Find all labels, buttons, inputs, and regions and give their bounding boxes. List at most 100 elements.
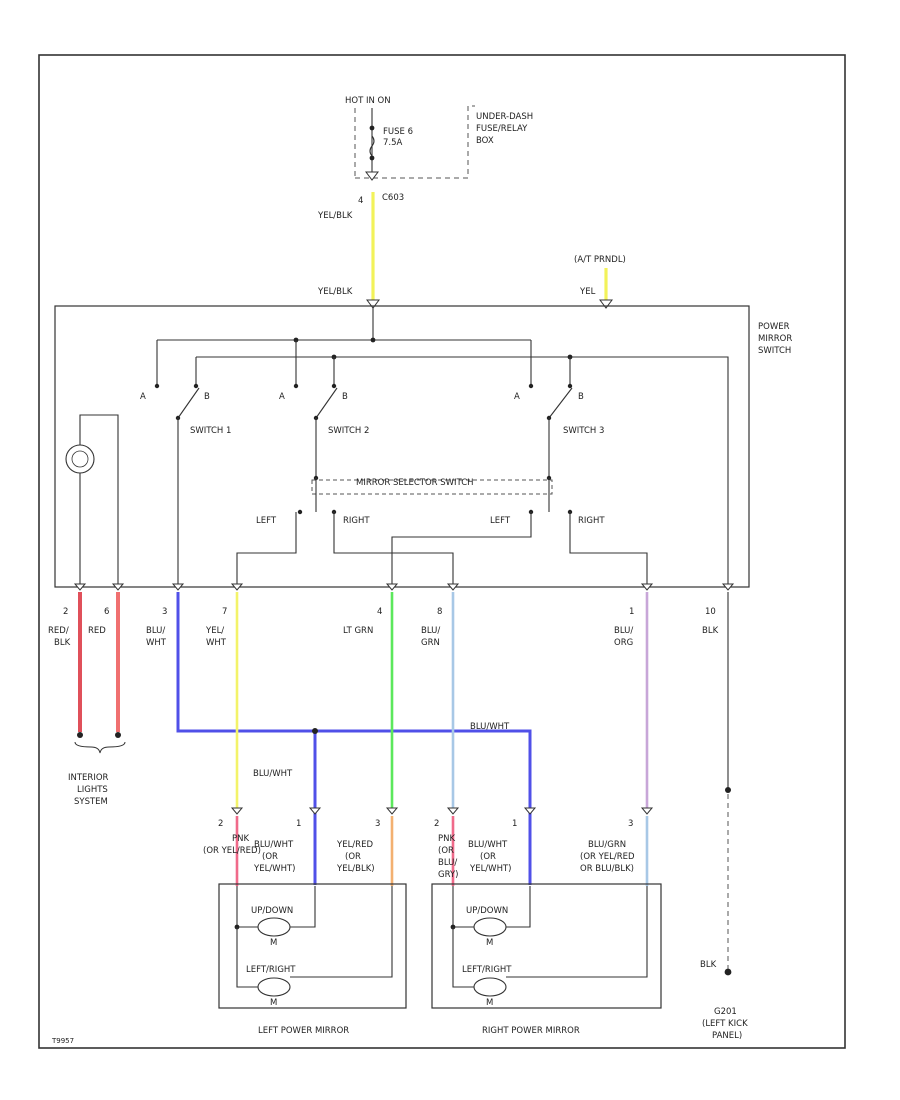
lm-pin3-line1: YEL/RED: [336, 840, 373, 850]
selector-left-2: LEFT: [490, 516, 511, 526]
fuse-rating: 7.5A: [383, 138, 403, 148]
pin-1-num: 1: [629, 607, 634, 617]
selector-label: MIRROR SELECTOR SWITCH: [356, 478, 474, 488]
pin-3-num: 3: [162, 607, 167, 617]
switch-pin-labels: 2 RED/ BLK 6 RED 3 BLU/ WHT 7 YEL/ WHT 4…: [48, 607, 719, 648]
right-updown-motor-icon: [473, 917, 507, 937]
lm-pin2-num: 2: [218, 819, 223, 829]
rm-pin1-line1: BLU/WHT: [468, 840, 508, 850]
rm-pin1-line3: YEL/WHT): [469, 864, 511, 874]
pin-2-color-1: RED/: [48, 626, 69, 636]
pin-2-color-2: BLK: [54, 638, 71, 648]
pin-4-color-1: LT GRN: [343, 626, 373, 636]
selector-right-2: RIGHT: [578, 516, 605, 526]
rm-pin3-line1: BLU/GRN: [588, 840, 626, 850]
rm-pin2-line3: BLU/: [438, 858, 457, 868]
lm-pin3-num: 3: [375, 819, 380, 829]
lm-updown-label: UP/DOWN: [251, 906, 293, 916]
lm-pin3-line3: YEL/BLK): [336, 864, 375, 874]
rm-leftright-m: M: [486, 998, 493, 1008]
rm-pin2-line2: (OR: [438, 846, 454, 856]
rm-pin1-line2: (OR: [480, 852, 496, 862]
left-power-mirror: 2 PNK (OR YEL/RED) 1 BLU/WHT (OR YEL/WHT…: [203, 819, 407, 1036]
rm-updown-label: UP/DOWN: [466, 906, 508, 916]
switch-internal-bus: [65, 308, 729, 585]
switch1-pos-a: A: [140, 392, 146, 402]
interior-lights-1: INTERIOR: [68, 773, 109, 783]
rm-pin3-line3: OR BLU/BLK): [580, 864, 634, 874]
interior-lights-3: SYSTEM: [74, 797, 108, 807]
connector-pin: 4: [358, 196, 363, 206]
pin-7-color-1: YEL/: [205, 626, 224, 636]
fuse-box-line2: FUSE/RELAY: [476, 124, 528, 134]
splice-blu-wht-left: BLU/WHT: [253, 769, 293, 779]
switch3-pos-a: A: [514, 392, 520, 402]
pin-10-num: 10: [705, 607, 716, 617]
switch1-pos-b: B: [204, 392, 210, 402]
lm-pin2-line1: PNK: [232, 834, 249, 844]
ground-line1: G201: [714, 1007, 737, 1017]
switch1-label: SWITCH 1: [190, 426, 231, 436]
rm-pin3-line2: (OR YEL/RED: [580, 852, 635, 862]
right-power-mirror: 2 PNK (OR BLU/ GRY) 1 BLU/WHT (OR YEL/WH…: [431, 819, 662, 1036]
left-mirror-title: LEFT POWER MIRROR: [258, 1026, 349, 1036]
switch-title-3: SWITCH: [758, 346, 791, 356]
indicator-lamp-icon: [65, 444, 95, 474]
wire-color-switch: YEL/BLK: [317, 287, 353, 297]
switch3-pos-b: B: [578, 392, 584, 402]
prndl-wire-color: YEL: [579, 287, 596, 297]
rm-updown-m: M: [486, 938, 493, 948]
fuse-label: FUSE 6: [383, 127, 413, 137]
left-updown-motor-icon: [257, 917, 291, 937]
pin-8-color-2: GRN: [421, 638, 440, 648]
pin-6-num: 6: [104, 607, 109, 617]
power-mirror-switch-box: [54, 305, 750, 588]
pin-3-color-2: WHT: [146, 638, 167, 648]
switch2-pos-b: B: [342, 392, 348, 402]
switch-title-1: POWER: [758, 322, 790, 332]
lm-pin2-line2: (OR YEL/RED): [203, 846, 261, 856]
right-mirror-title: RIGHT POWER MIRROR: [482, 1026, 580, 1036]
power-source: HOT IN ON FUSE 6 7.5A UNDER-DASH FUSE/RE…: [317, 96, 533, 309]
outer-frame: [38, 54, 846, 1049]
rm-pin3-num: 3: [628, 819, 633, 829]
connector-terminal: [365, 171, 379, 181]
pin-1-color-1: BLU/: [614, 626, 633, 636]
pin-8-color-1: BLU/: [421, 626, 440, 636]
left-mirror-box: [218, 883, 407, 1009]
rm-leftright-label: LEFT/RIGHT: [462, 965, 512, 975]
pin-8-num: 8: [437, 607, 442, 617]
pin-7-num: 7: [222, 607, 227, 617]
prndl-label: (A/T PRNDL): [574, 255, 626, 265]
prndl-input: (A/T PRNDL) YEL: [574, 255, 626, 309]
lm-pin1-line1: BLU/WHT: [254, 840, 294, 850]
lm-pin1-line2: (OR: [262, 852, 278, 862]
splice-blu-wht-right: BLU/WHT: [470, 722, 510, 732]
ground-point: [724, 968, 732, 976]
switch2-pos-a: A: [279, 392, 285, 402]
figure-code: T9957: [51, 1037, 74, 1045]
selector-right-1: RIGHT: [343, 516, 370, 526]
lm-pin3-line2: (OR: [345, 852, 361, 862]
interior-lights-brace: [74, 741, 126, 754]
lm-pin1-num: 1: [296, 819, 301, 829]
lm-leftright-label: LEFT/RIGHT: [246, 965, 296, 975]
lm-pin1-line3: YEL/WHT): [253, 864, 295, 874]
ground-line3: PANEL): [712, 1031, 742, 1041]
pin-1-color-2: ORG: [614, 638, 633, 648]
interior-lights-2: LIGHTS: [77, 785, 108, 795]
switch-title-2: MIRROR: [758, 334, 792, 344]
fuse-box-line1: UNDER-DASH: [476, 112, 533, 122]
selector-left-1: LEFT: [256, 516, 277, 526]
pin-7-color-2: WHT: [206, 638, 227, 648]
left-leftright-motor-icon: [257, 977, 291, 997]
fuse-icon: [369, 135, 375, 157]
ground-line2: (LEFT KICK: [702, 1019, 748, 1029]
lm-leftright-m: M: [270, 998, 277, 1008]
pin-2-num: 2: [63, 607, 68, 617]
rm-pin2-line4: GRY): [438, 870, 458, 880]
harness-wires: [74, 592, 732, 976]
switch-terminals: [73, 583, 735, 591]
